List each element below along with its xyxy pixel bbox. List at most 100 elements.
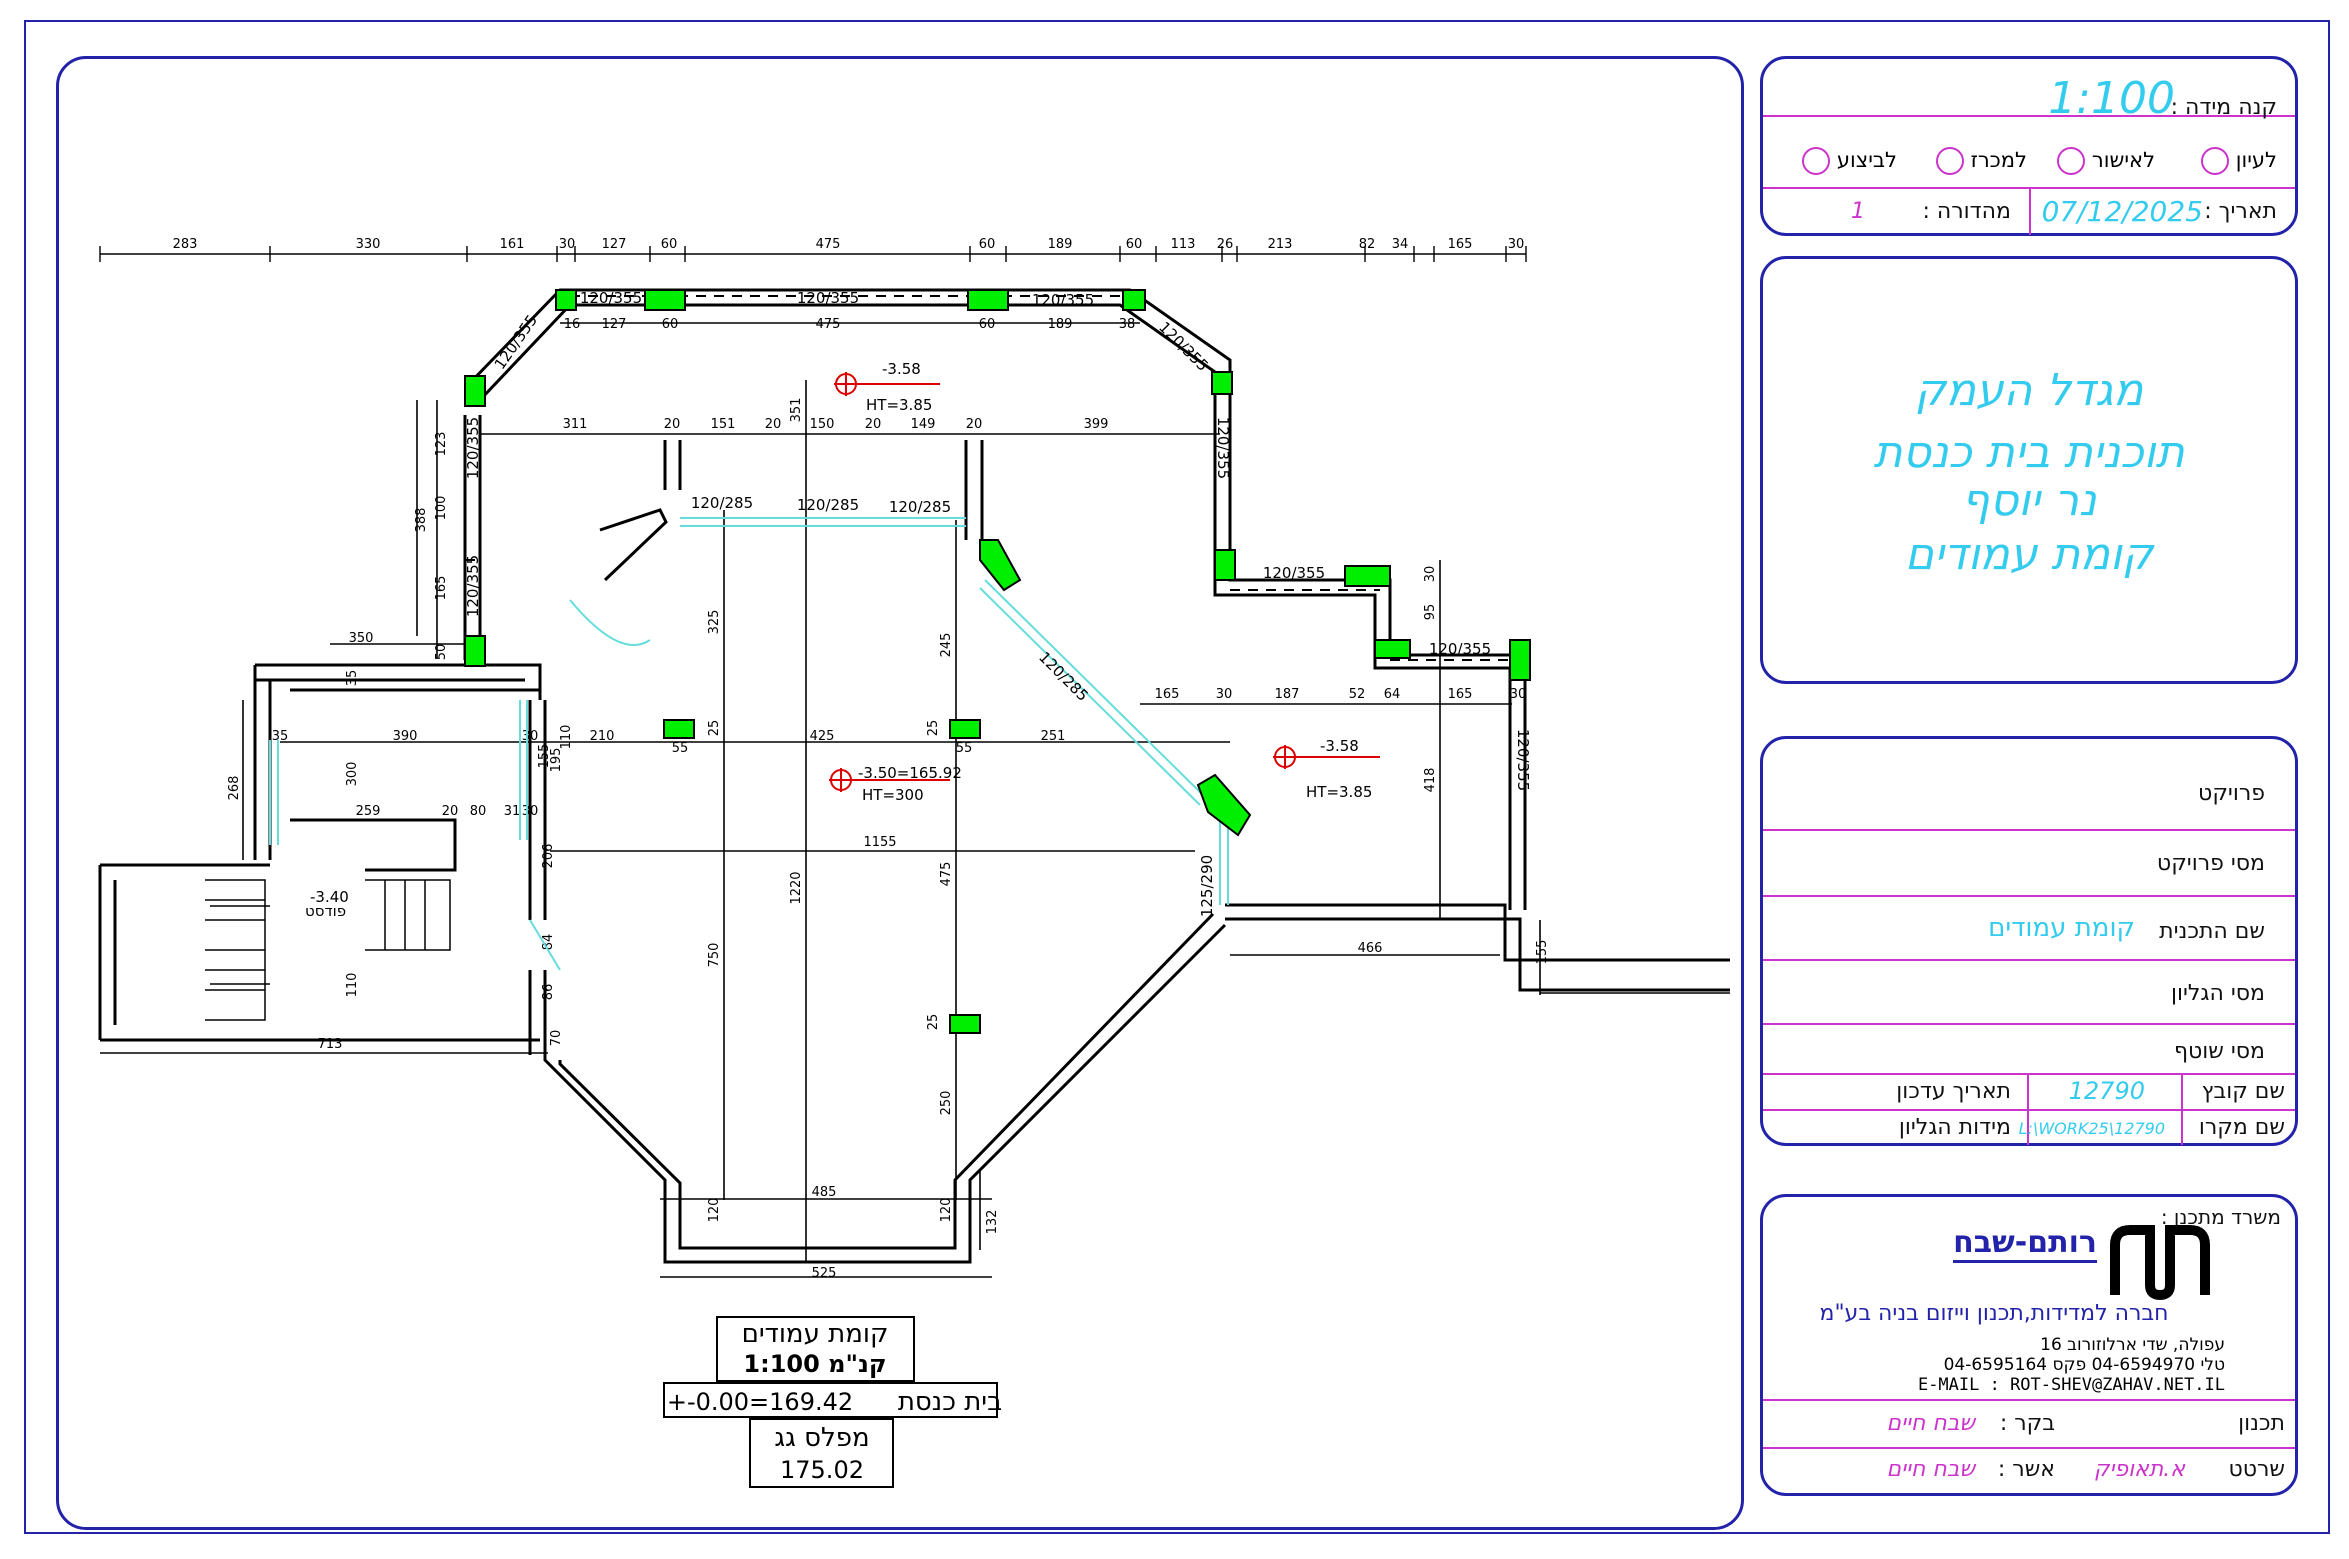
- update-date-label: תאריך עדכון: [1896, 1079, 2011, 1104]
- scale-label: קנה מידה :: [2170, 95, 2277, 120]
- dim-label: 475: [939, 862, 954, 887]
- dim-label: 120: [939, 1198, 954, 1223]
- window-label: 120/355: [1032, 291, 1094, 309]
- dim-label: 165: [1448, 687, 1473, 702]
- project-title-line: תוכנית בית כנסת: [1873, 427, 2185, 478]
- dim-label: 150: [810, 417, 835, 432]
- dim-label: 26: [1217, 237, 1234, 252]
- source-label: שם מקרו: [2198, 1115, 2285, 1140]
- scale-value: 1:100: [2048, 73, 2175, 124]
- dim-label: 259: [356, 804, 381, 819]
- dim-label: 30: [1508, 237, 1525, 252]
- dim-label: 161: [500, 237, 525, 252]
- revision-label: מהדורה :: [1922, 199, 2011, 224]
- dim-label: 25: [926, 720, 941, 737]
- dim-label: 34: [1392, 237, 1409, 252]
- title-block-header: קנה מידה : 1:100 לעיון לאישור למכרז לביצ…: [1760, 56, 2298, 236]
- company-address: עפולה, שדי ארלוזורוב 16: [2040, 1335, 2225, 1355]
- file-name-label: שם קובץ: [2201, 1079, 2285, 1104]
- company-phones: טלי 04-6594970 פקס 04-6595164: [1943, 1355, 2225, 1375]
- project-title-line: קומת עמודים: [1904, 529, 2154, 580]
- office-block: משרד מתכנן : רותם-שבח חברה למדידות,תכנון…: [1760, 1194, 2298, 1496]
- dim-label: 213: [1268, 237, 1293, 252]
- window-label: 120/355: [797, 289, 859, 307]
- dim-label: 525: [812, 1266, 837, 1281]
- dim-label: 20: [966, 417, 983, 432]
- plan-name-label: שם התכנית: [2159, 919, 2265, 944]
- drafter-value: א.תאופיק: [2093, 1457, 2185, 1482]
- dim-label: 149: [911, 417, 936, 432]
- level-height: HT=300: [862, 786, 924, 804]
- status-option-tender[interactable]: למכרז: [1935, 147, 2027, 175]
- level-elevation: -3.50=165.92: [858, 764, 962, 782]
- window-label: 120/285: [691, 494, 753, 512]
- window-label: 120/355: [464, 417, 482, 479]
- level-elevation: -3.58: [1320, 737, 1359, 755]
- dim-label: 25: [707, 720, 722, 737]
- dim-label: 245: [939, 633, 954, 658]
- dim-label: 70: [549, 1030, 564, 1047]
- dim-label: 31: [504, 804, 521, 819]
- dim-label: 210: [590, 729, 615, 744]
- sheet-size-label: מידות הגליון: [1898, 1115, 2011, 1140]
- plan-name-value: קומת עמודים: [1988, 913, 2135, 943]
- dim-label: 35: [272, 729, 289, 744]
- window-label: 120/355: [1429, 640, 1491, 658]
- dim-label: 38: [1119, 317, 1136, 332]
- dim-label: 1155: [863, 835, 896, 850]
- caption-level-value: +-0.00=169.42: [667, 1388, 853, 1416]
- level-height: HT=3.85: [866, 396, 932, 414]
- status-option-execution[interactable]: לביצוע: [1802, 147, 1897, 175]
- dim-label: 95: [1423, 604, 1438, 621]
- dim-label: 82: [1359, 237, 1376, 252]
- dim-label: 390: [393, 729, 418, 744]
- dim-label: 388: [414, 508, 429, 533]
- dim-label: 100: [434, 496, 449, 521]
- caption-level: בית כנסת: [898, 1387, 1002, 1417]
- window-label: 120/355: [580, 289, 642, 307]
- date-label: תאריך :: [2204, 199, 2277, 224]
- dim-label: 187: [1275, 687, 1300, 702]
- dim-label: 268: [227, 776, 242, 801]
- dim-label: 30: [559, 237, 576, 252]
- approver-value: שבח חיים: [1886, 1457, 1975, 1482]
- dim-label: 120: [707, 1198, 722, 1223]
- dim-label: 750: [707, 943, 722, 968]
- dim-label: 52: [1349, 687, 1366, 702]
- dim-label: 60: [1126, 237, 1143, 252]
- dim-label: 195: [549, 748, 564, 773]
- dim-label: 330: [356, 237, 381, 252]
- dim-label: 50: [434, 644, 449, 661]
- dim-label: 283: [173, 237, 198, 252]
- dim-label: 1220: [789, 871, 804, 904]
- window-label: 120/285: [797, 496, 859, 514]
- dim-label: 325: [707, 610, 722, 635]
- dim-label: 60: [979, 237, 996, 252]
- company-logo: [2110, 1225, 2210, 1301]
- dim-label: 60: [662, 317, 679, 332]
- project-title-line: נר יוסף: [1961, 475, 2097, 526]
- checker-label: בקר :: [1999, 1411, 2055, 1436]
- status-option-approval[interactable]: לאישור: [2057, 147, 2155, 175]
- dim-label: 80: [470, 804, 487, 819]
- sheet-no-label: מסי הגליון: [2171, 981, 2265, 1006]
- dim-label: 127: [602, 237, 627, 252]
- status-option-review[interactable]: לעיון: [2201, 147, 2277, 175]
- dim-label: 300: [345, 762, 360, 787]
- dim-label: 132: [985, 1210, 1000, 1235]
- project-field-label: פרויקט: [2198, 781, 2265, 806]
- file-name-value: 12790: [2068, 1077, 2145, 1105]
- dim-label: 35: [345, 670, 360, 687]
- revision-value: 1: [1851, 199, 1865, 224]
- level-height: HT=3.85: [1306, 783, 1372, 801]
- dim-label: 30: [1510, 687, 1527, 702]
- dim-label: 466: [1358, 941, 1383, 956]
- drafter-label: שרטט: [2228, 1457, 2285, 1482]
- caption-roof-value: 175.02: [780, 1456, 864, 1484]
- checker-value: שבח חיים: [1886, 1411, 1975, 1436]
- dim-label: 425: [810, 729, 835, 744]
- project-no-label: מסי פרויקט: [2156, 851, 2265, 876]
- dim-label: 60: [661, 237, 678, 252]
- dim-label: 127: [602, 317, 627, 332]
- company-email: E-MAIL : ROT-SHEV@ZAHAV.NET.IL: [1917, 1375, 2225, 1395]
